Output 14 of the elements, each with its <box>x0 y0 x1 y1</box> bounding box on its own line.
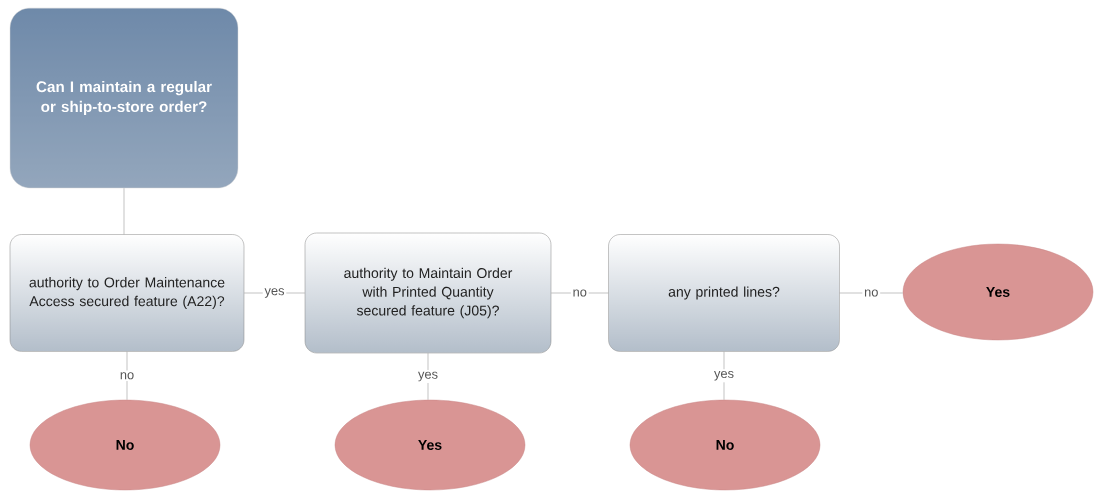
edge-label: yes <box>262 286 287 300</box>
answer-oval: Yes <box>334 399 526 491</box>
decision-box: authority to Maintain Order with Printed Quantity secured feature (J05)? <box>304 232 552 354</box>
decision-box: authority to Order Maintenance Access secured feature (A22)? <box>9 234 245 352</box>
question-box: Can I maintain a regular or ship-to-store order? <box>9 7 239 189</box>
edge-label: yes <box>416 369 440 384</box>
answer-oval: Yes <box>902 243 1094 341</box>
edge-label: no <box>118 370 136 382</box>
edge-label: no <box>570 287 589 299</box>
answer-oval: No <box>29 399 221 491</box>
edge-label: no <box>862 287 881 299</box>
decision-box: any printed lines? <box>608 234 840 352</box>
answer-oval: No <box>629 399 821 491</box>
edge-label: yes <box>712 369 736 383</box>
